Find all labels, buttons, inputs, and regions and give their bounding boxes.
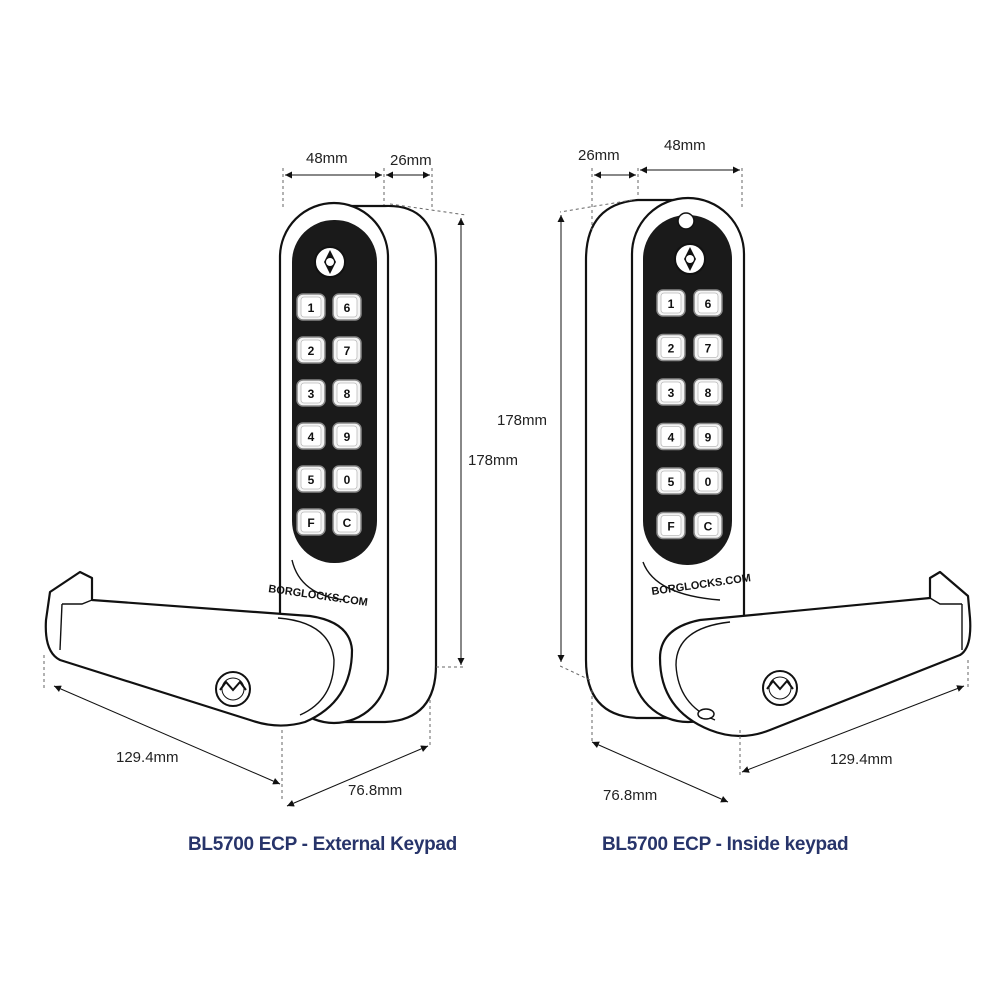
keypad-key-label: 3 (668, 386, 675, 400)
left-keypad-keys: 1 6 2 7 3 8 4 9 5 0F C (296, 293, 362, 536)
left-dim-height: 178mm (468, 452, 518, 469)
keypad-key-label: 9 (705, 431, 712, 445)
keypad-key-label: 6 (705, 297, 712, 311)
keypad-key-label: 3 (308, 387, 315, 401)
keypad-key-3[interactable]: 3 (296, 379, 326, 407)
handle-cylinder-icon (215, 671, 251, 707)
keypad-key-5[interactable]: 5 (656, 467, 686, 495)
right-dim-width: 48mm (664, 137, 706, 154)
left-dim-depth: 26mm (390, 152, 432, 169)
left-dim-width: 48mm (306, 150, 348, 167)
keypad-key-7[interactable]: 7 (693, 333, 723, 362)
keypad-key-7[interactable]: 7 (332, 336, 362, 364)
left-dim-projection: 76.8mm (348, 782, 402, 799)
spindle-icon (697, 708, 715, 720)
keypad-key-label: 1 (668, 297, 675, 311)
keypad-key-label: 9 (344, 430, 351, 444)
keypad-key-5[interactable]: 5 (296, 465, 326, 493)
keypad-key-label: 7 (705, 342, 712, 356)
keypad-key-F[interactable]: F (656, 511, 686, 540)
keypad-key-label: 1 (308, 301, 315, 315)
right-caption: BL5700 ECP - Inside keypad (602, 834, 848, 855)
keypad-key-2[interactable]: 2 (296, 336, 326, 364)
keypad-key-label: 0 (705, 475, 712, 489)
keypad-key-8[interactable]: 8 (693, 378, 723, 406)
keypad-key-label: 5 (308, 473, 315, 487)
right-dim-projection: 76.8mm (603, 787, 657, 804)
keypad-key-label: 7 (344, 344, 351, 358)
keypad-key-label: 4 (308, 430, 315, 444)
left-lock: BORGLOCKS.COM (44, 201, 438, 727)
keypad-key-9[interactable]: 9 (693, 422, 723, 451)
keypad-key-1[interactable]: 1 (656, 289, 686, 317)
key-cylinder-icon (314, 246, 346, 278)
keypad-key-label: 6 (344, 301, 351, 315)
keypad-key-0[interactable]: 0 (693, 467, 723, 495)
keypad-key-4[interactable]: 4 (296, 422, 326, 450)
keypad-key-F[interactable]: F (296, 508, 326, 536)
key-cylinder-icon (674, 243, 706, 275)
keypad-key-1[interactable]: 1 (296, 293, 326, 321)
right-keypad-keys: 1 6 2 7 3 8 4 9 5 0F C (656, 289, 723, 540)
right-dim-lever: 129.4mm (830, 751, 893, 768)
keypad-key-label: F (667, 520, 674, 534)
keypad-key-label: 8 (705, 386, 712, 400)
keypad-key-2[interactable]: 2 (656, 333, 686, 362)
right-lever-handle (658, 570, 972, 738)
keypad-key-label: 2 (308, 344, 315, 358)
left-caption: BL5700 ECP - External Keypad (188, 834, 457, 855)
keypad-key-8[interactable]: 8 (332, 379, 362, 407)
keypad-key-label: 0 (344, 473, 351, 487)
keypad-key-label: F (307, 516, 314, 530)
keypad-key-4[interactable]: 4 (656, 422, 686, 451)
handle-cylinder-icon (762, 670, 798, 706)
keypad-key-label: 4 (668, 431, 675, 445)
left-dim-lever: 129.4mm (116, 749, 179, 766)
keypad-key-label: 8 (344, 387, 351, 401)
keypad-key-9[interactable]: 9 (332, 422, 362, 450)
keypad-key-3[interactable]: 3 (656, 378, 686, 406)
keypad-key-C[interactable]: C (332, 508, 362, 536)
left-dimensions (43, 168, 467, 807)
right-dim-depth: 26mm (578, 147, 620, 164)
keypad-key-label: C (704, 520, 713, 534)
keypad-key-6[interactable]: 6 (332, 293, 362, 321)
keypad-key-C[interactable]: C (693, 511, 723, 540)
keypad-key-0[interactable]: 0 (332, 465, 362, 493)
keypad-key-6[interactable]: 6 (693, 289, 723, 317)
right-dim-height: 178mm (497, 412, 547, 429)
keypad-key-label: 5 (668, 475, 675, 489)
right-lock: BORGLOCKS.COM (584, 196, 972, 738)
right-dimensions (557, 166, 969, 803)
keypad-key-label: 2 (668, 342, 675, 356)
keypad-key-label: C (343, 516, 352, 530)
screw-icon (677, 212, 695, 230)
